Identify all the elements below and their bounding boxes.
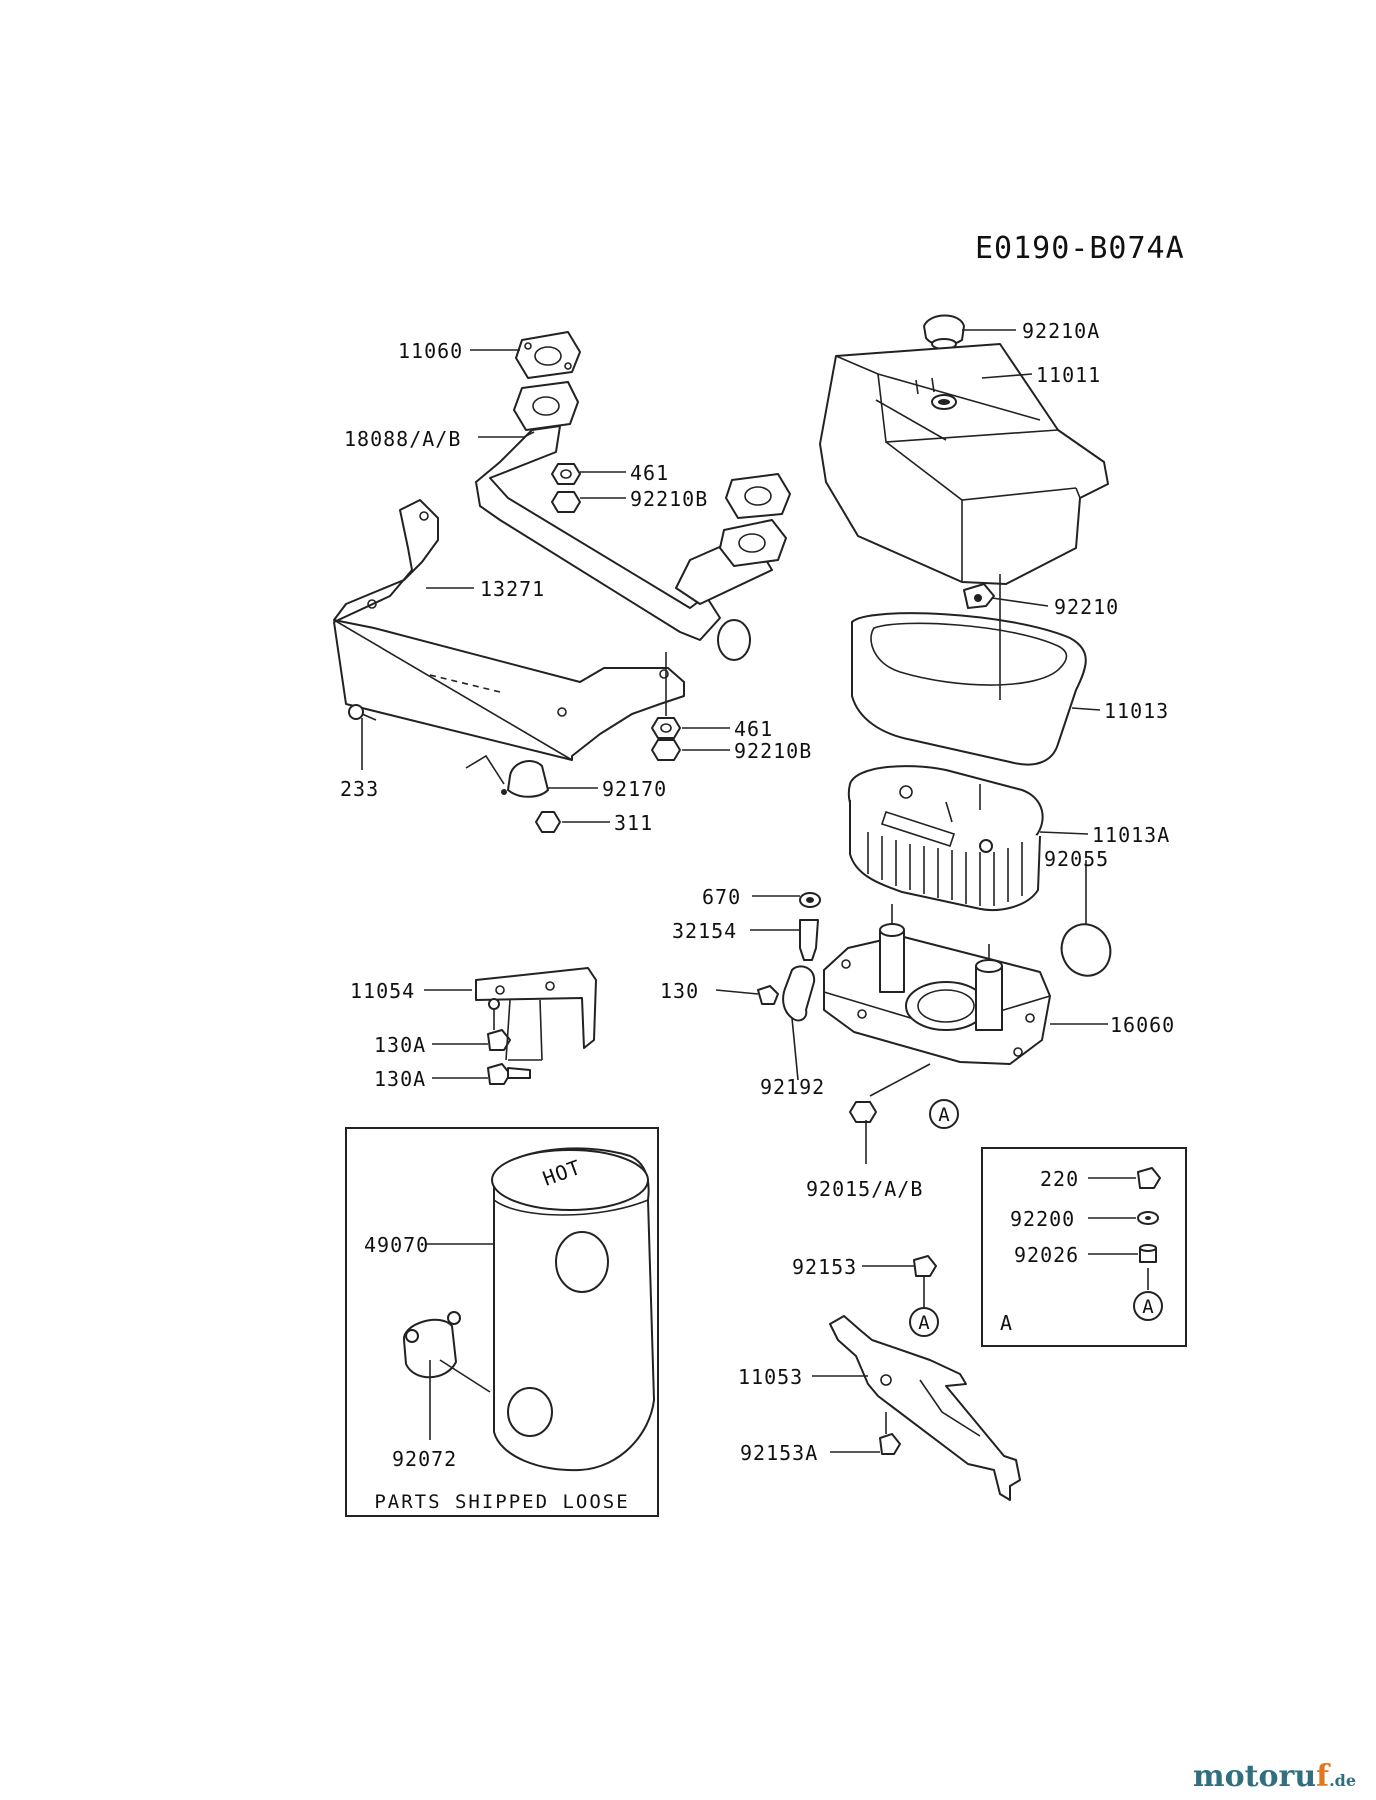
bolt-130a-1 [487,998,511,1051]
bolt-92153a [879,1412,901,1455]
air-cleaner-cover-11011 [819,343,1109,585]
label-130a-2: 130A [374,1067,426,1091]
inset-a-label: A [1000,1311,1013,1335]
screw-220 [1137,1167,1161,1189]
air-cleaner-base-16060 [823,904,1051,1065]
nut-92210b-upper [551,491,581,513]
label-92210: 92210 [1054,595,1119,619]
label-11013a: 11013A [1092,823,1170,847]
breather-hose-92192 [782,965,816,1022]
label-11011: 11011 [1036,363,1101,387]
ref-marker-a-inset: A [1133,1291,1163,1321]
label-670: 670 [702,885,741,909]
diagram-code: E0190-B074A [975,231,1185,266]
nut-461-lower [651,717,681,739]
label-92055: 92055 [1044,847,1109,871]
heat-shield-13271 [333,499,685,761]
loose-parts-box: PARTS SHIPPED LOOSE [345,1127,659,1517]
nut-92210b-lower [651,739,681,761]
label-11060: 11060 [398,339,463,363]
washer-92200 [1137,1211,1159,1225]
label-32154: 32154 [672,919,737,943]
bolt-130a-2 [487,1063,531,1085]
label-11013: 11013 [1104,699,1169,723]
label-92153a: 92153A [740,1441,818,1465]
label-92192: 92192 [760,1075,825,1099]
label-49070: 49070 [364,1233,429,1257]
label-92026: 92026 [1014,1243,1079,1267]
inset-a-box: A [981,1147,1187,1347]
label-130: 130 [660,979,699,1003]
label-92210a: 92210A [1022,319,1100,343]
ref-marker-a-base: A [929,1099,959,1129]
clip-92210 [963,583,995,609]
watermark: motoruf.de [1192,1759,1356,1794]
fitting-32154 [799,919,819,961]
label-461-upper: 461 [630,461,669,485]
label-220: 220 [1040,1167,1079,1191]
loose-parts-note: PARTS SHIPPED LOOSE [374,1491,629,1513]
seal-ring-92055 [1060,923,1112,977]
gasket-11060-right [725,473,791,519]
label-130a-1: 130A [374,1033,426,1057]
svg-text:A: A [938,1104,950,1126]
label-18088: 18088/A/B [344,427,461,451]
bolt-92153 [913,1255,937,1290]
label-11053: 11053 [738,1365,803,1389]
label-233: 233 [340,777,379,801]
muffler-49070: HOT [491,1147,655,1472]
pre-cleaner-foam-11013 [851,612,1087,766]
label-16060: 16060 [1110,1013,1175,1037]
filter-element-11013a [847,765,1044,911]
knob-92210a [923,314,965,350]
label-92170: 92170 [602,777,667,801]
clamp-92170 [501,760,549,798]
label-92200: 92200 [1010,1207,1075,1231]
label-92210b-upper: 92210B [630,487,708,511]
label-311: 311 [614,811,653,835]
bolt-130 [757,985,779,1005]
label-92072: 92072 [392,1447,457,1471]
label-11054: 11054 [350,979,415,1003]
label-92210b-lower: 92210B [734,739,812,763]
bolt-233 [348,704,377,721]
label-13271: 13271 [480,577,545,601]
gasket-11060 [515,331,581,379]
nut-461-upper [551,463,581,485]
svg-text:A: A [1142,1296,1154,1318]
nut-311 [535,811,561,833]
label-92015: 92015/A/B [806,1177,923,1201]
ref-marker-a-bracket: A [909,1307,939,1337]
washer-670 [799,892,821,908]
nut-92015 [849,1101,877,1123]
bracket-11053 [829,1315,1021,1501]
svg-text:A: A [918,1312,930,1334]
label-461-lower: 461 [734,717,773,741]
spacer-92026 [1139,1244,1157,1263]
label-92153: 92153 [792,1255,857,1279]
exhaust-pipe-18088 [475,381,787,661]
